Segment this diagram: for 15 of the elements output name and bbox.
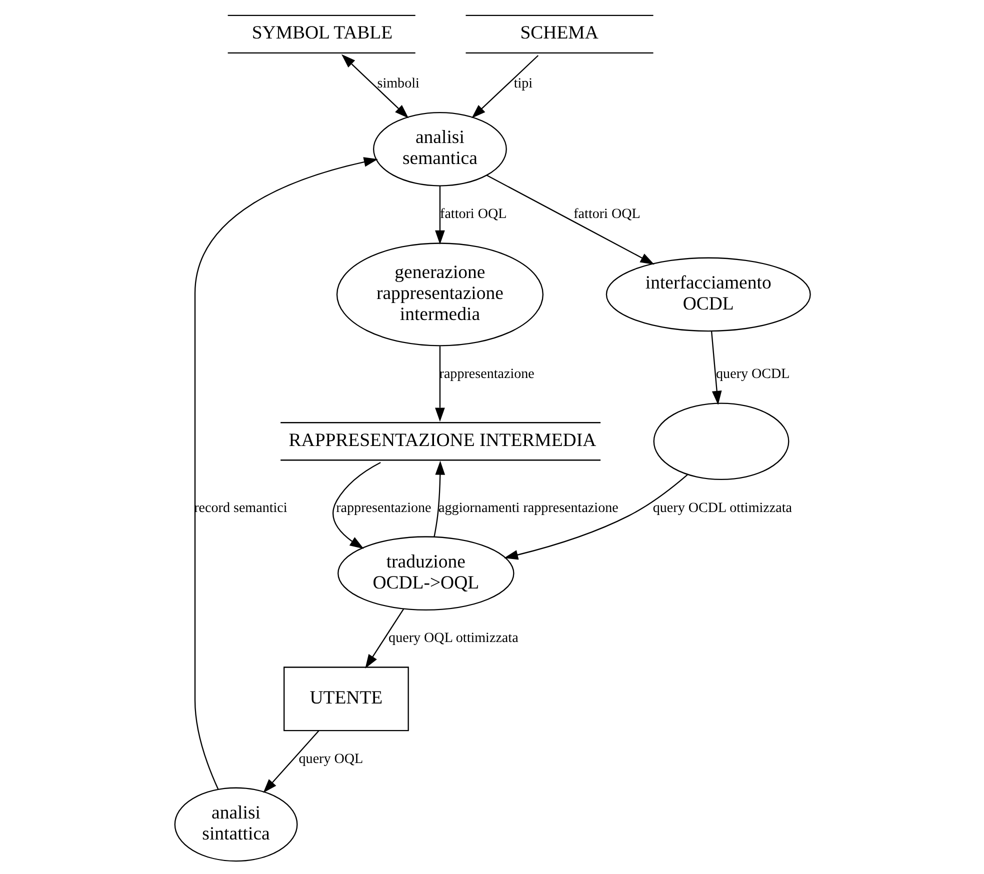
node-text: RAPPRESENTAZIONE INTERMEDIA bbox=[288, 430, 596, 451]
edge-label: fattori OQL bbox=[440, 206, 506, 222]
edge-label: fattori OQL bbox=[573, 206, 640, 222]
edge-label: rappresentazione bbox=[336, 500, 431, 516]
node-text: SYMBOL TABLE bbox=[251, 22, 392, 44]
edge-label: aggiornamenti rappresentazione bbox=[438, 500, 618, 516]
edge-label: record semantici bbox=[194, 500, 287, 516]
edge-label: rappresentazione bbox=[438, 366, 534, 382]
edge-label: tipi bbox=[513, 76, 532, 92]
edge-label: query OCDL ottimizzata bbox=[652, 500, 792, 516]
edge-label: query OQL bbox=[298, 750, 363, 767]
node-text: SCHEMA bbox=[520, 22, 598, 44]
edge-label: query OQL ottimizzata bbox=[388, 630, 518, 646]
edge-label: query OCDL bbox=[716, 366, 790, 382]
edge-label: simboli bbox=[376, 76, 419, 92]
